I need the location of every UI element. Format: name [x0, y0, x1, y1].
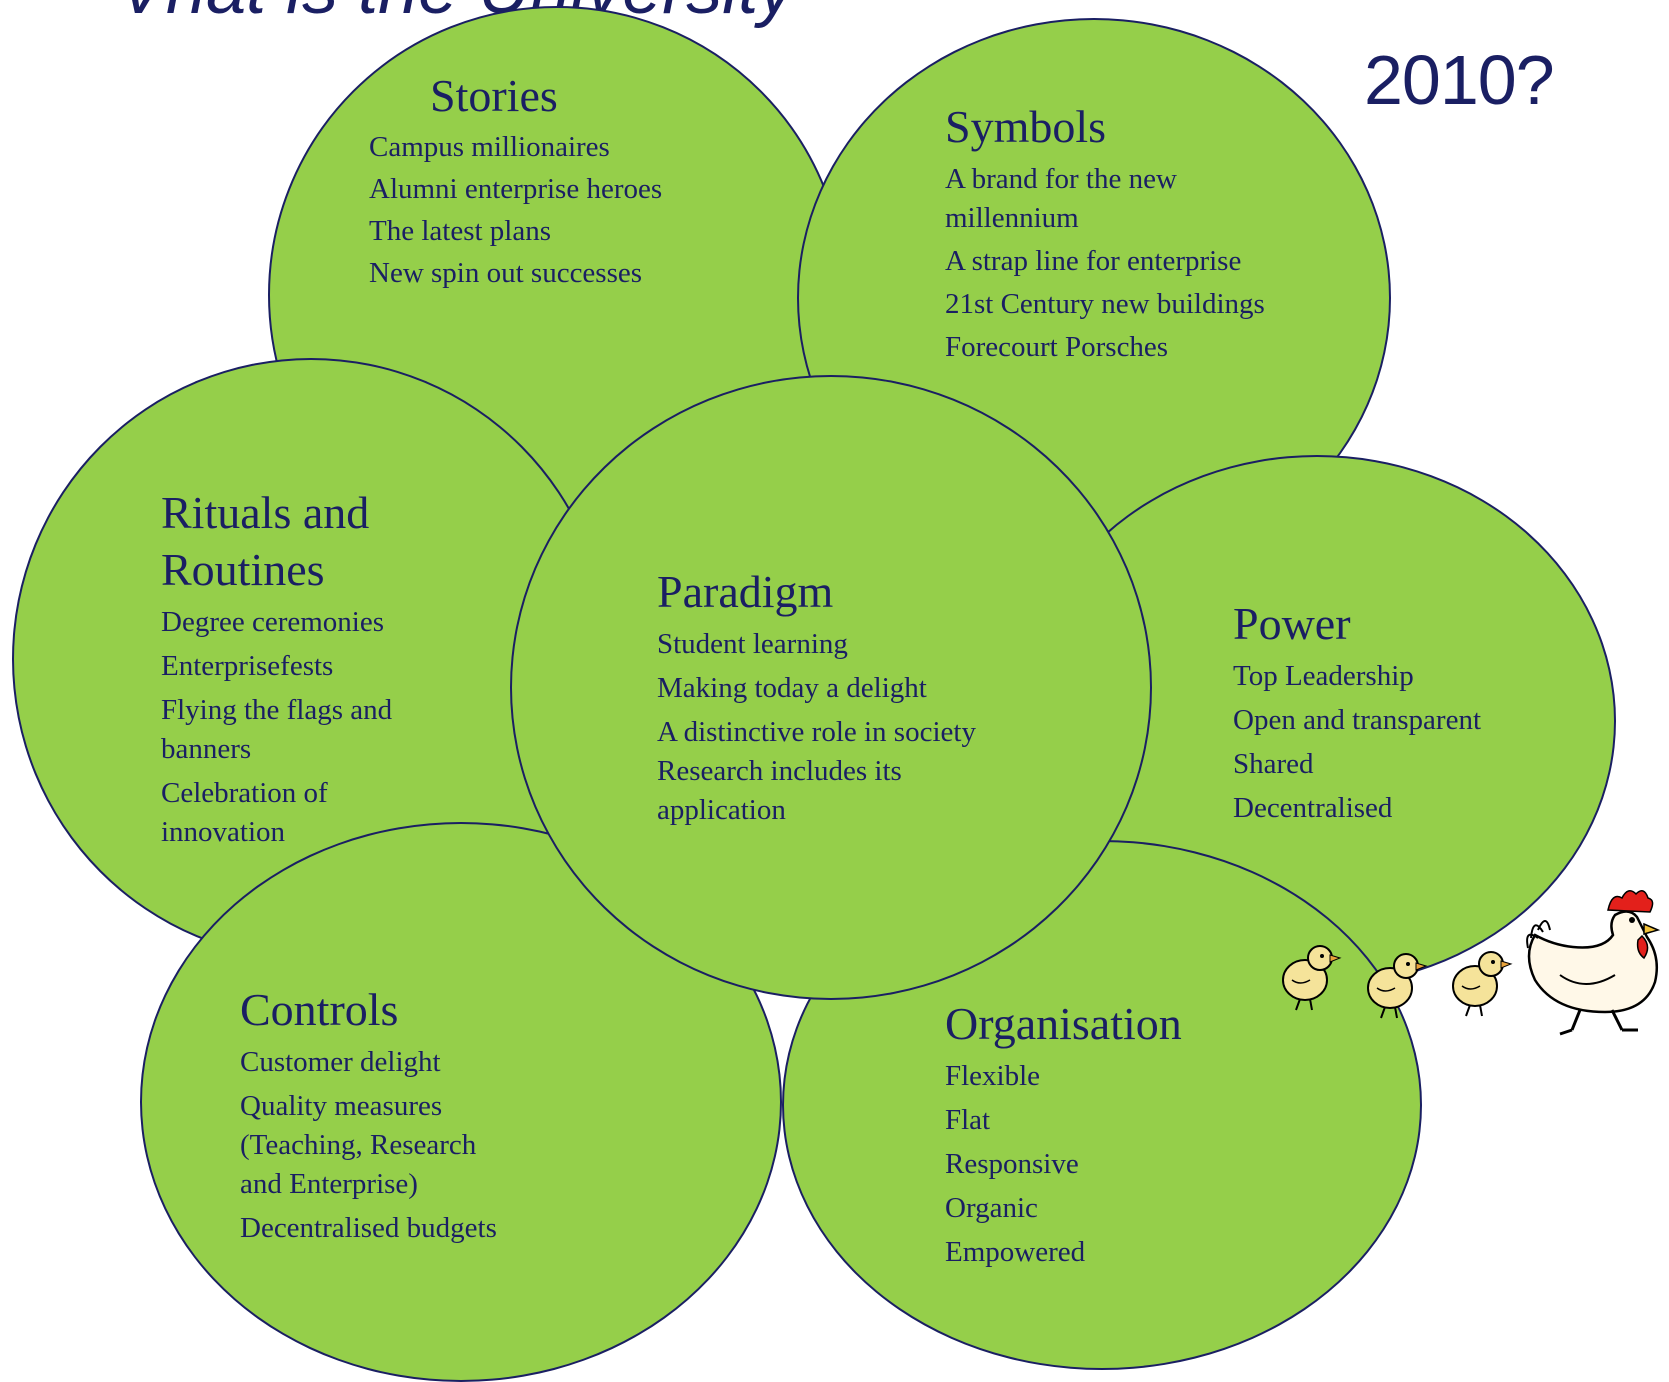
- list-item: Flat: [945, 1104, 991, 1136]
- controls-heading: Controls: [240, 984, 399, 1035]
- list-item: Campus millionaires: [369, 131, 610, 163]
- stories-heading: Stories: [430, 70, 558, 121]
- title-year: 2010?: [1364, 41, 1555, 119]
- list-item: Shared: [1233, 748, 1314, 780]
- power-list: Top Leadership Open and transparent Shar…: [1233, 657, 1481, 828]
- symbols-heading: Symbols: [945, 101, 1107, 152]
- list-item: Quality measures (Teaching, Research and…: [240, 1090, 477, 1200]
- list-item: Open and transparent: [1233, 704, 1482, 736]
- symbols-list: A brand for the new millennium A strap l…: [945, 160, 1265, 367]
- list-item: Responsive: [945, 1148, 1079, 1180]
- list-item: Flexible: [945, 1060, 1041, 1092]
- paradigm-heading: Paradigm: [657, 566, 834, 617]
- list-item: Student learning: [657, 628, 848, 660]
- list-item: Empowered: [945, 1236, 1086, 1268]
- list-item: Top Leadership: [1233, 660, 1414, 692]
- organisation-list: Flexible Flat Responsive Organic Empower…: [945, 1057, 1085, 1272]
- chick-icon: [1282, 945, 1342, 1011]
- list-item: Customer delight: [240, 1046, 441, 1078]
- stories-list: Campus millionaires Alumni enterprise he…: [369, 128, 662, 293]
- rituals-heading-line: Rituals and: [161, 487, 370, 538]
- list-item: Research includes its application: [657, 755, 902, 826]
- cultural-web-diagram: Vhat is the University 2010? Stories Cam…: [12, 0, 1661, 1382]
- list-item: Decentralised budgets: [240, 1212, 497, 1244]
- list-item: Enterprisefests: [161, 650, 334, 682]
- controls-list: Customer delight Quality measures (Teach…: [240, 1043, 515, 1248]
- rituals-heading-line: Routines: [161, 544, 325, 595]
- organisation-heading: Organisation: [945, 998, 1182, 1049]
- chick-icon: [1367, 953, 1428, 1019]
- list-item: 21st Century new buildings: [945, 288, 1265, 320]
- hen-icon: [1526, 890, 1661, 1036]
- list-item: Flying the flags and banners: [161, 694, 393, 765]
- list-item: A strap line for enterprise: [945, 245, 1242, 277]
- paradigm-circle: [510, 375, 1152, 1000]
- list-item: Celebration of innovation: [161, 777, 328, 848]
- list-item: Decentralised: [1233, 792, 1393, 824]
- list-item: Degree ceremonies: [161, 606, 385, 638]
- list-item: A distinctive role in society: [657, 716, 976, 748]
- chick-icon: [1452, 951, 1513, 1017]
- power-heading: Power: [1233, 598, 1351, 649]
- list-item: Forecourt Porsches: [945, 331, 1169, 363]
- list-item: Alumni enterprise heroes: [369, 173, 663, 205]
- list-item: Organic: [945, 1192, 1038, 1224]
- list-item: New spin out successes: [369, 257, 643, 289]
- rituals-heading: Rituals and Routines: [161, 484, 369, 598]
- list-item: The latest plans: [369, 215, 552, 247]
- rituals-list: Degree ceremonies Enterprisefests Flying…: [161, 603, 441, 852]
- list-item: Making today a delight: [657, 672, 927, 704]
- list-item: A brand for the new millennium: [945, 163, 1177, 234]
- hen-and-chicks-illustration: [1282, 890, 1661, 1036]
- paradigm-list: Student learning Making today a delight …: [657, 625, 976, 830]
